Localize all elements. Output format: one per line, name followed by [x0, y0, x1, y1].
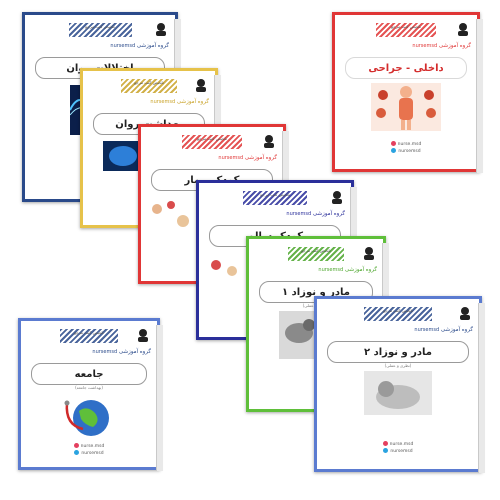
- book-title: جامعه: [31, 363, 147, 385]
- book-subtitle: تلخیص کتب مرجع: [74, 330, 104, 335]
- book-madar-nozad-2[interactable]: تلخیص کتب مرجع گروه آموزشی nursemsd مادر…: [314, 296, 485, 473]
- contact-info: nurse.msd nursemsd: [335, 141, 477, 155]
- book-subtitle: تلخیص کتب مرجع: [383, 308, 413, 313]
- telegram-handle: nursemsd: [398, 149, 421, 154]
- brain-icon: [102, 141, 143, 171]
- book-title: داخلی - جراحی: [345, 57, 467, 79]
- globe-stethoscope-icon: [64, 400, 109, 436]
- book-subtitle: تلخیص کتب مرجع: [391, 24, 421, 29]
- book-subtitle: تلخیص کتب مرجع: [301, 248, 331, 253]
- nurse-logo-icon: [364, 247, 374, 260]
- baby-photo-icon: [364, 371, 432, 415]
- header-stripe: [68, 23, 132, 37]
- group-label: گروه آموزشی nursemsd: [218, 155, 277, 161]
- header-stripe: [376, 23, 436, 37]
- header-stripe: [121, 79, 177, 93]
- group-label: گروه آموزشی nursemsd: [110, 43, 169, 49]
- book-subtitle: تلخیص کتب مرجع: [197, 136, 227, 141]
- nurse-logo-icon: [458, 23, 468, 36]
- instagram-handle: nurse.msd: [80, 444, 105, 449]
- header-stripe: [363, 307, 432, 321]
- book-note: (بهداشت جامعه): [75, 385, 103, 390]
- instagram-handle: nurse.msd: [389, 442, 414, 447]
- book-note: (نظری و عملی): [384, 363, 412, 368]
- contact-info: nurse.msd nursemsd: [317, 441, 479, 455]
- book-subtitle: تلخیص کتب مرجع: [85, 24, 115, 29]
- group-label: گروه آموزشی nursemsd: [414, 327, 473, 333]
- toys-icon: [211, 260, 238, 276]
- nurse-logo-icon: [196, 79, 206, 92]
- group-label: گروه آموزشی nursemsd: [412, 43, 471, 49]
- book-subtitle: تلخیص کتب مرجع: [134, 80, 164, 85]
- telegram-handle: nursemsd: [390, 449, 413, 454]
- telegram-handle: nursemsd: [81, 451, 104, 456]
- group-label: گروه آموزشی nursemsd: [150, 99, 209, 105]
- nurse-logo-icon: [264, 135, 274, 148]
- book-jameh[interactable]: تلخیص کتب مرجع گروه آموزشی nursemsd جامع…: [18, 318, 163, 471]
- header-stripe: [60, 329, 118, 343]
- group-label: گروه آموزشی nursemsd: [286, 211, 345, 217]
- header-stripe: [182, 135, 242, 149]
- human-body-icon: [371, 83, 441, 131]
- nurse-logo-icon: [156, 23, 166, 36]
- book-subtitle: تلخیص کتب مرجع: [260, 192, 290, 197]
- nurse-logo-icon: [332, 191, 342, 204]
- contact-info: nurse.msd nursemsd: [21, 443, 157, 457]
- book-dakheli-jarahi[interactable]: تلخیص کتب مرجع گروه آموزشی nursemsd داخل…: [332, 12, 483, 173]
- toys-icon: [152, 201, 190, 227]
- nurse-logo-icon: [138, 329, 148, 342]
- header-stripe: [243, 191, 307, 205]
- group-label: گروه آموزشی nursemsd: [92, 349, 151, 355]
- group-label: گروه آموزشی nursemsd: [318, 267, 377, 273]
- header-stripe: [287, 247, 345, 261]
- book-title: مادر و نوزاد ۲: [327, 341, 469, 363]
- instagram-handle: nurse.msd: [397, 142, 422, 147]
- nurse-logo-icon: [460, 307, 470, 320]
